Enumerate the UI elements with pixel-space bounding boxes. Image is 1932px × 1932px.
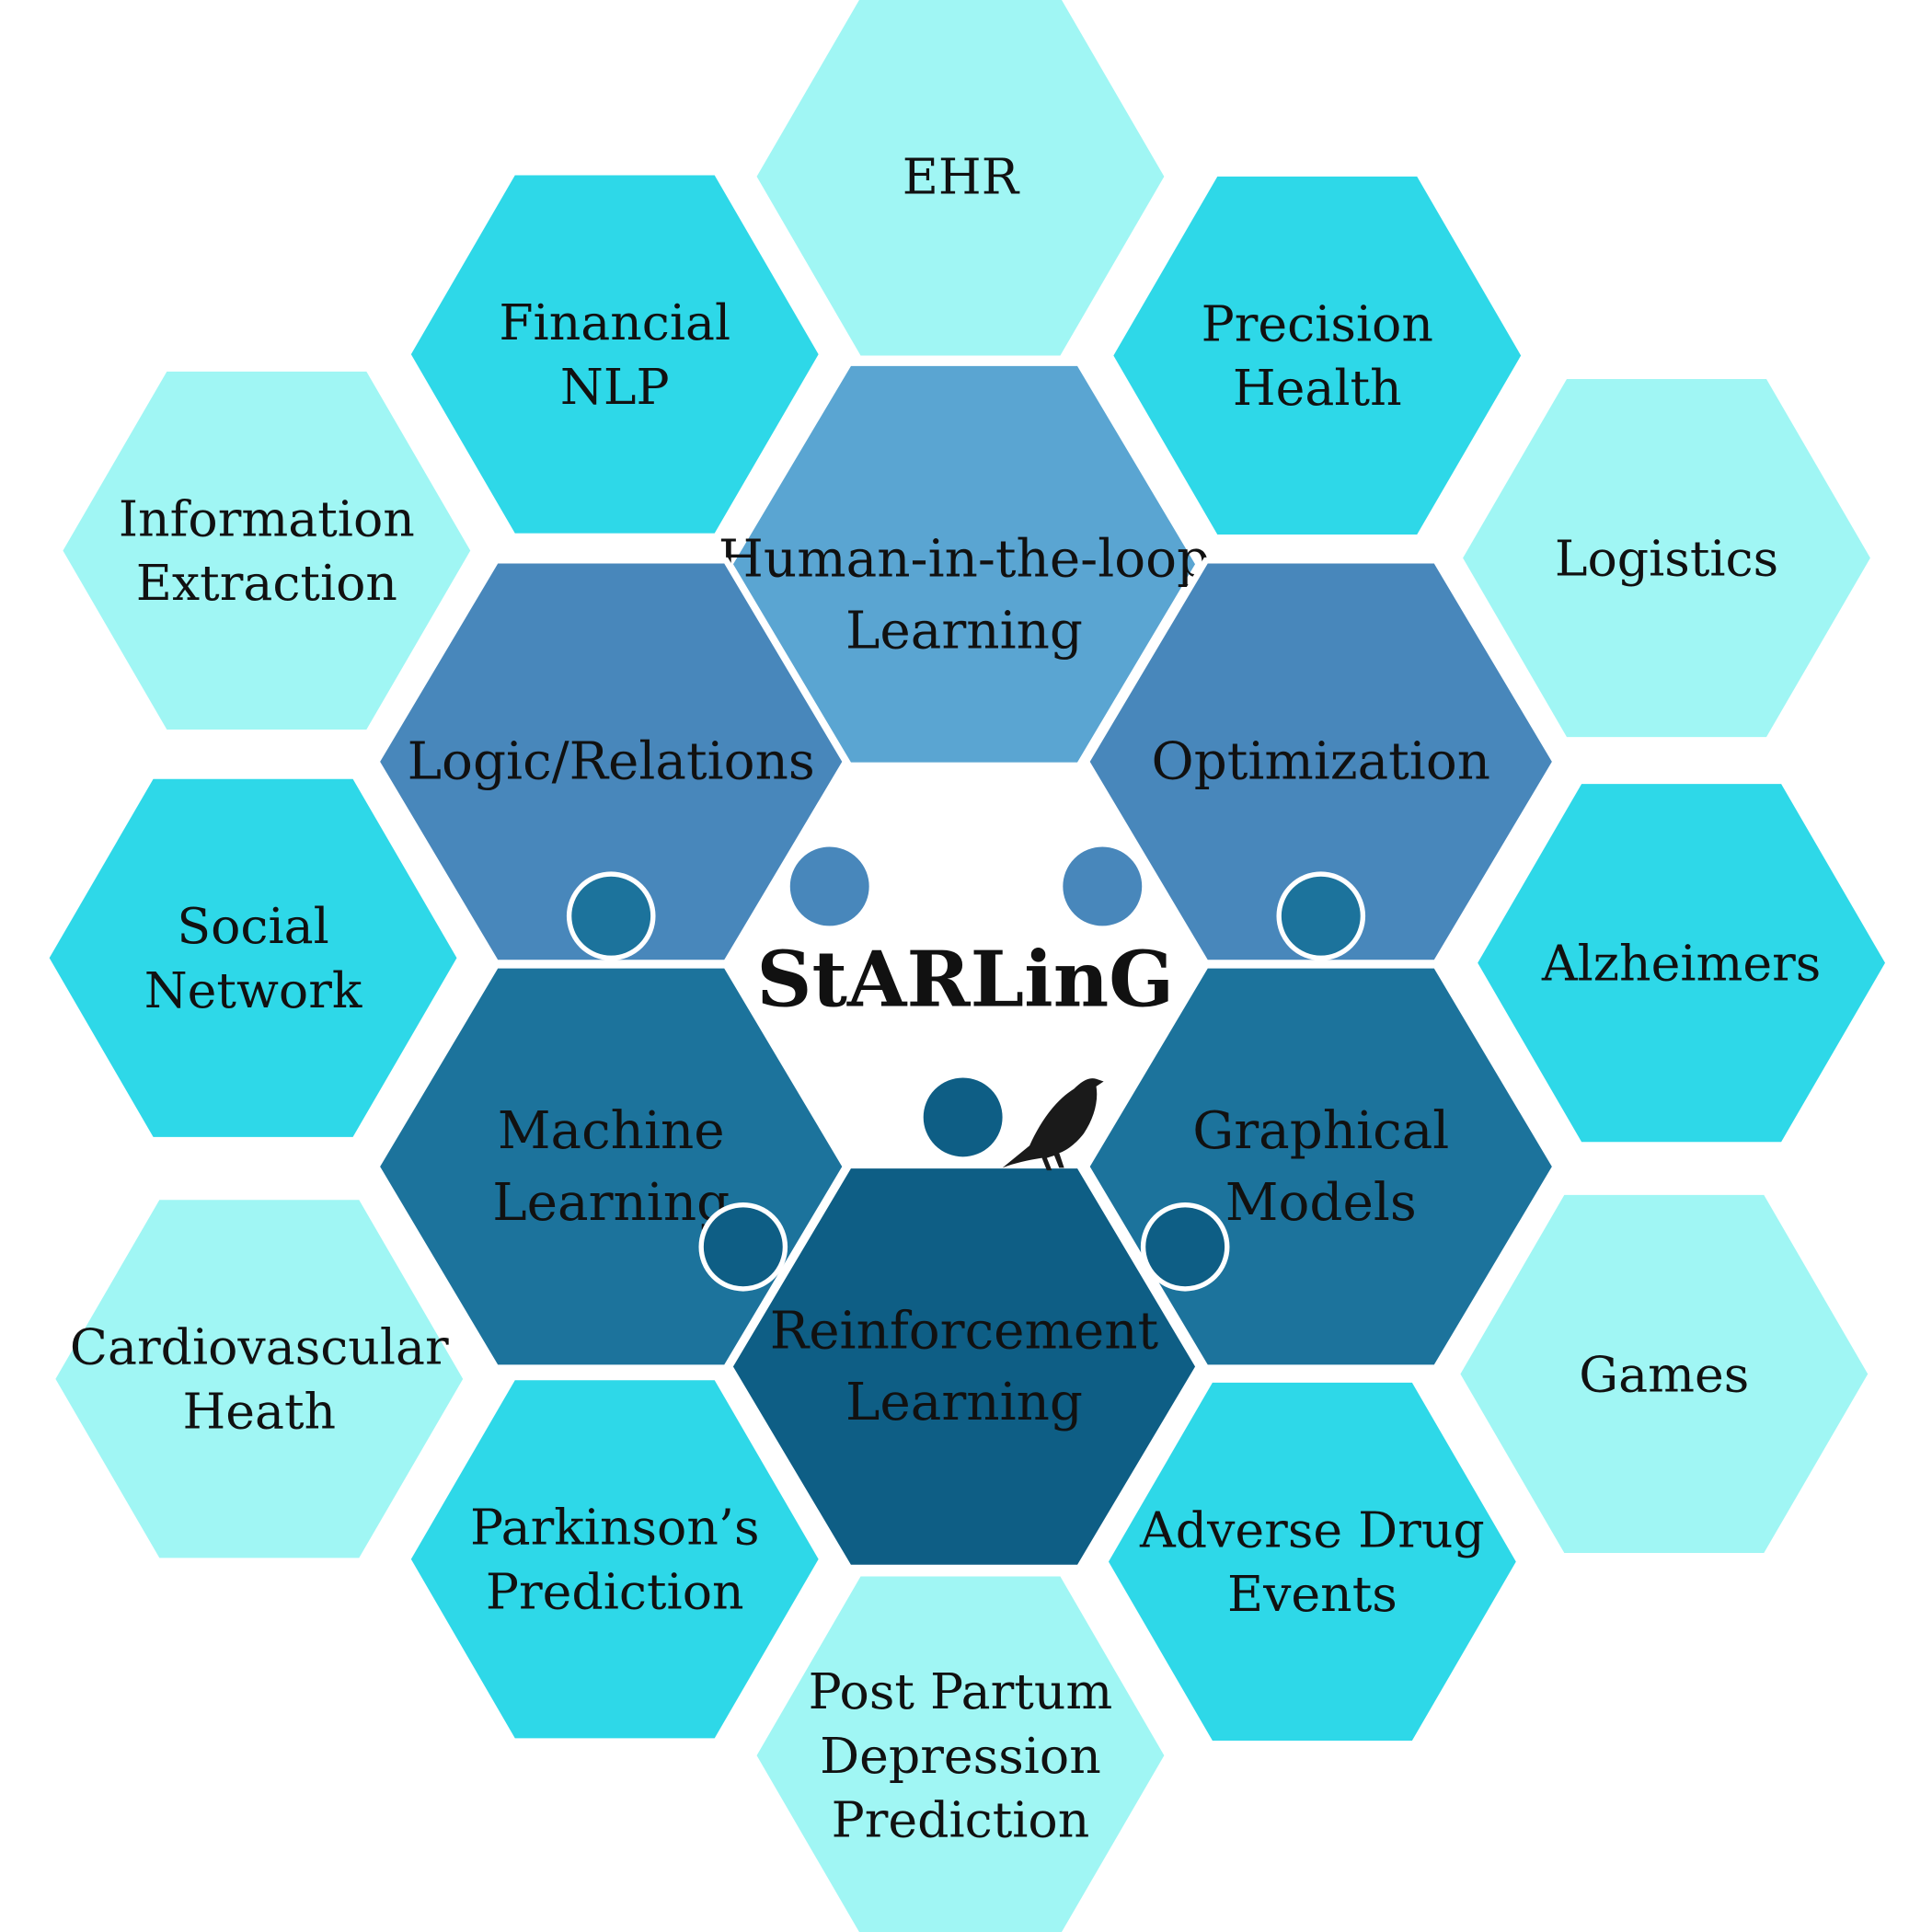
puzzle-knob (1276, 871, 1366, 960)
precision-health-label: Precision (1202, 294, 1433, 352)
logic-relations-label: Logic/Relations (408, 732, 815, 792)
puzzle-knob (785, 842, 875, 931)
diagram-title: StARLinG (756, 935, 1174, 1025)
post-partum-label: Depression (820, 1727, 1101, 1785)
puzzle-knob (698, 1202, 788, 1292)
games-label: Games (1579, 1345, 1749, 1403)
hex-alzheimers: Alzheimers (1478, 784, 1886, 1143)
puzzle-logic-relations: Logic/Relations (373, 557, 875, 966)
puzzle-optimization: Optimization (1057, 557, 1559, 966)
puzzle-knob (918, 1073, 1007, 1162)
social-network-label: Network (144, 961, 362, 1019)
parkinsons-prediction-label: Parkinson’s (470, 1499, 760, 1557)
human-in-the-loop-label: Learning (845, 601, 1083, 661)
puzzle-knob (1140, 1202, 1230, 1292)
financial-nlp-label: NLP (560, 358, 670, 416)
reinforcement-learning-label: Learning (845, 1373, 1083, 1432)
financial-nlp-label: Financial (499, 293, 730, 351)
optimization-label: Optimization (1152, 732, 1491, 792)
alzheimers-label: Alzheimers (1541, 934, 1821, 992)
information-extraction-label: Information (119, 489, 415, 547)
hex-games: Games (1460, 1194, 1869, 1554)
social-network-label: Social (177, 897, 328, 955)
logistics-label: Logistics (1555, 529, 1778, 587)
machine-learning-label: Learning (492, 1173, 730, 1233)
hex-logistics: Logistics (1463, 378, 1870, 738)
adverse-drug-events-label: Events (1227, 1565, 1397, 1623)
cardiovascular-heath-label: Cardiovascular (70, 1318, 449, 1376)
information-extraction-label: Extraction (136, 554, 397, 612)
human-in-the-loop-label: Human-in-the-loop (719, 530, 1210, 590)
graphical-models-label: Graphical (1192, 1101, 1449, 1161)
puzzle-knob (1057, 842, 1147, 931)
adverse-drug-events-label: Adverse Drug (1139, 1501, 1485, 1558)
graphical-models-label: Models (1225, 1173, 1417, 1233)
hex-ehr: EHR (756, 0, 1165, 356)
post-partum-label: Prediction (832, 1791, 1090, 1849)
cardiovascular-heath-label: Heath (182, 1383, 336, 1441)
post-partum-label: Post Partum (809, 1662, 1113, 1720)
machine-learning-label: Machine (498, 1101, 725, 1161)
reinforcement-learning-label: Reinforcement (770, 1301, 1159, 1361)
puzzle-knob (566, 871, 656, 960)
starling-bird-icon (1002, 1078, 1104, 1171)
parkinsons-prediction-label: Prediction (486, 1562, 744, 1620)
ehr-label: EHR (903, 148, 1020, 206)
precision-health-label: Health (1233, 359, 1402, 417)
